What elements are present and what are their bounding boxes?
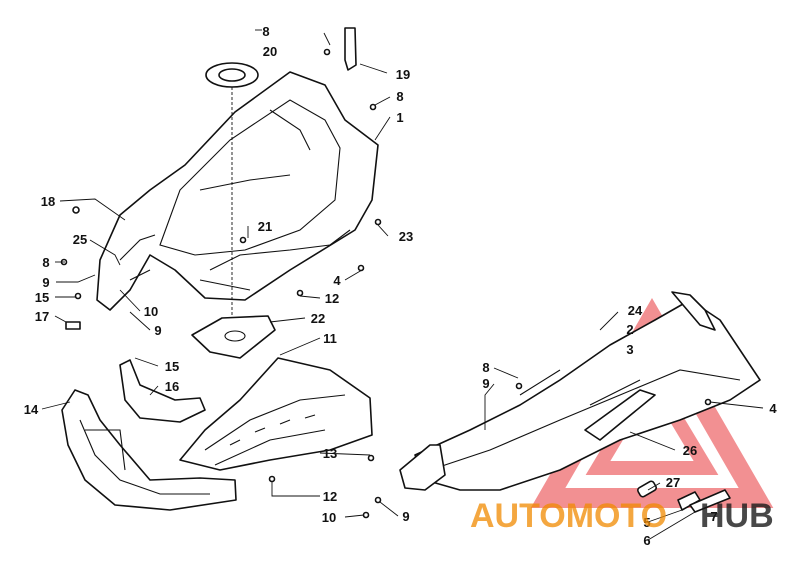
part-label-23: 23: [399, 229, 413, 244]
part-label-14: 14: [24, 402, 39, 417]
lower-tray: [179, 357, 373, 471]
part-label-10: 10: [322, 510, 336, 525]
part-label-2: 2: [626, 322, 633, 337]
leader-lines: [41, 29, 764, 541]
part-label-4: 4: [769, 401, 777, 416]
part-label-25: 25: [73, 232, 87, 247]
part-label-5: 5: [643, 515, 650, 530]
part-label-9: 9: [154, 323, 161, 338]
seal-ring: [205, 62, 259, 88]
part-label-8: 8: [262, 24, 269, 39]
part-label-10: 10: [144, 304, 158, 319]
part-label-7: 7: [710, 509, 717, 524]
console-upper-shell: [96, 71, 379, 311]
strap: [344, 27, 357, 71]
part-label-26: 26: [683, 443, 697, 458]
part-label-22: 22: [311, 311, 325, 326]
front-bumper: [61, 389, 237, 511]
hardware-pieces: [637, 480, 731, 513]
part-label-8: 8: [482, 360, 489, 375]
part-label-15: 15: [35, 290, 49, 305]
part-label-20: 20: [263, 44, 277, 59]
part-label-27: 27: [666, 475, 680, 490]
part-label-17: 17: [35, 309, 49, 324]
watermark-wordmark: AUTOMOTO HUB: [470, 497, 774, 535]
part-label-9: 9: [402, 509, 409, 524]
part-label-1: 1: [396, 110, 403, 125]
part-label-12: 12: [325, 291, 339, 306]
part-labels: 8 20 19 8 1 18 21 23 25 8 9 4 15 12 10 1…: [24, 24, 778, 548]
part-label-15: 15: [165, 359, 179, 374]
part-label-12: 12: [323, 489, 337, 504]
part-label-19: 19: [396, 67, 410, 82]
base-plate: [191, 315, 276, 359]
part-label-8: 8: [396, 89, 403, 104]
part-label-6: 6: [643, 533, 650, 548]
part-label-16: 16: [165, 379, 179, 394]
tunnel-assembly: [399, 291, 761, 491]
part-label-11: 11: [323, 331, 337, 346]
part-label-13: 13: [323, 446, 337, 461]
watermark-text-hub: HUB: [700, 497, 774, 535]
part-label-18: 18: [41, 194, 55, 209]
part-label-8: 8: [42, 255, 49, 270]
watermark-text-automoto: AUTOMOTO: [470, 497, 667, 535]
part-label-21: 21: [258, 219, 272, 234]
part-label-3: 3: [626, 342, 633, 357]
part-label-9: 9: [482, 376, 489, 391]
mount-bracket: [584, 389, 656, 441]
part-label-9: 9: [42, 275, 49, 290]
part-label-4: 4: [333, 273, 341, 288]
side-bracket: [119, 359, 206, 423]
part-label-24: 24: [628, 303, 643, 318]
